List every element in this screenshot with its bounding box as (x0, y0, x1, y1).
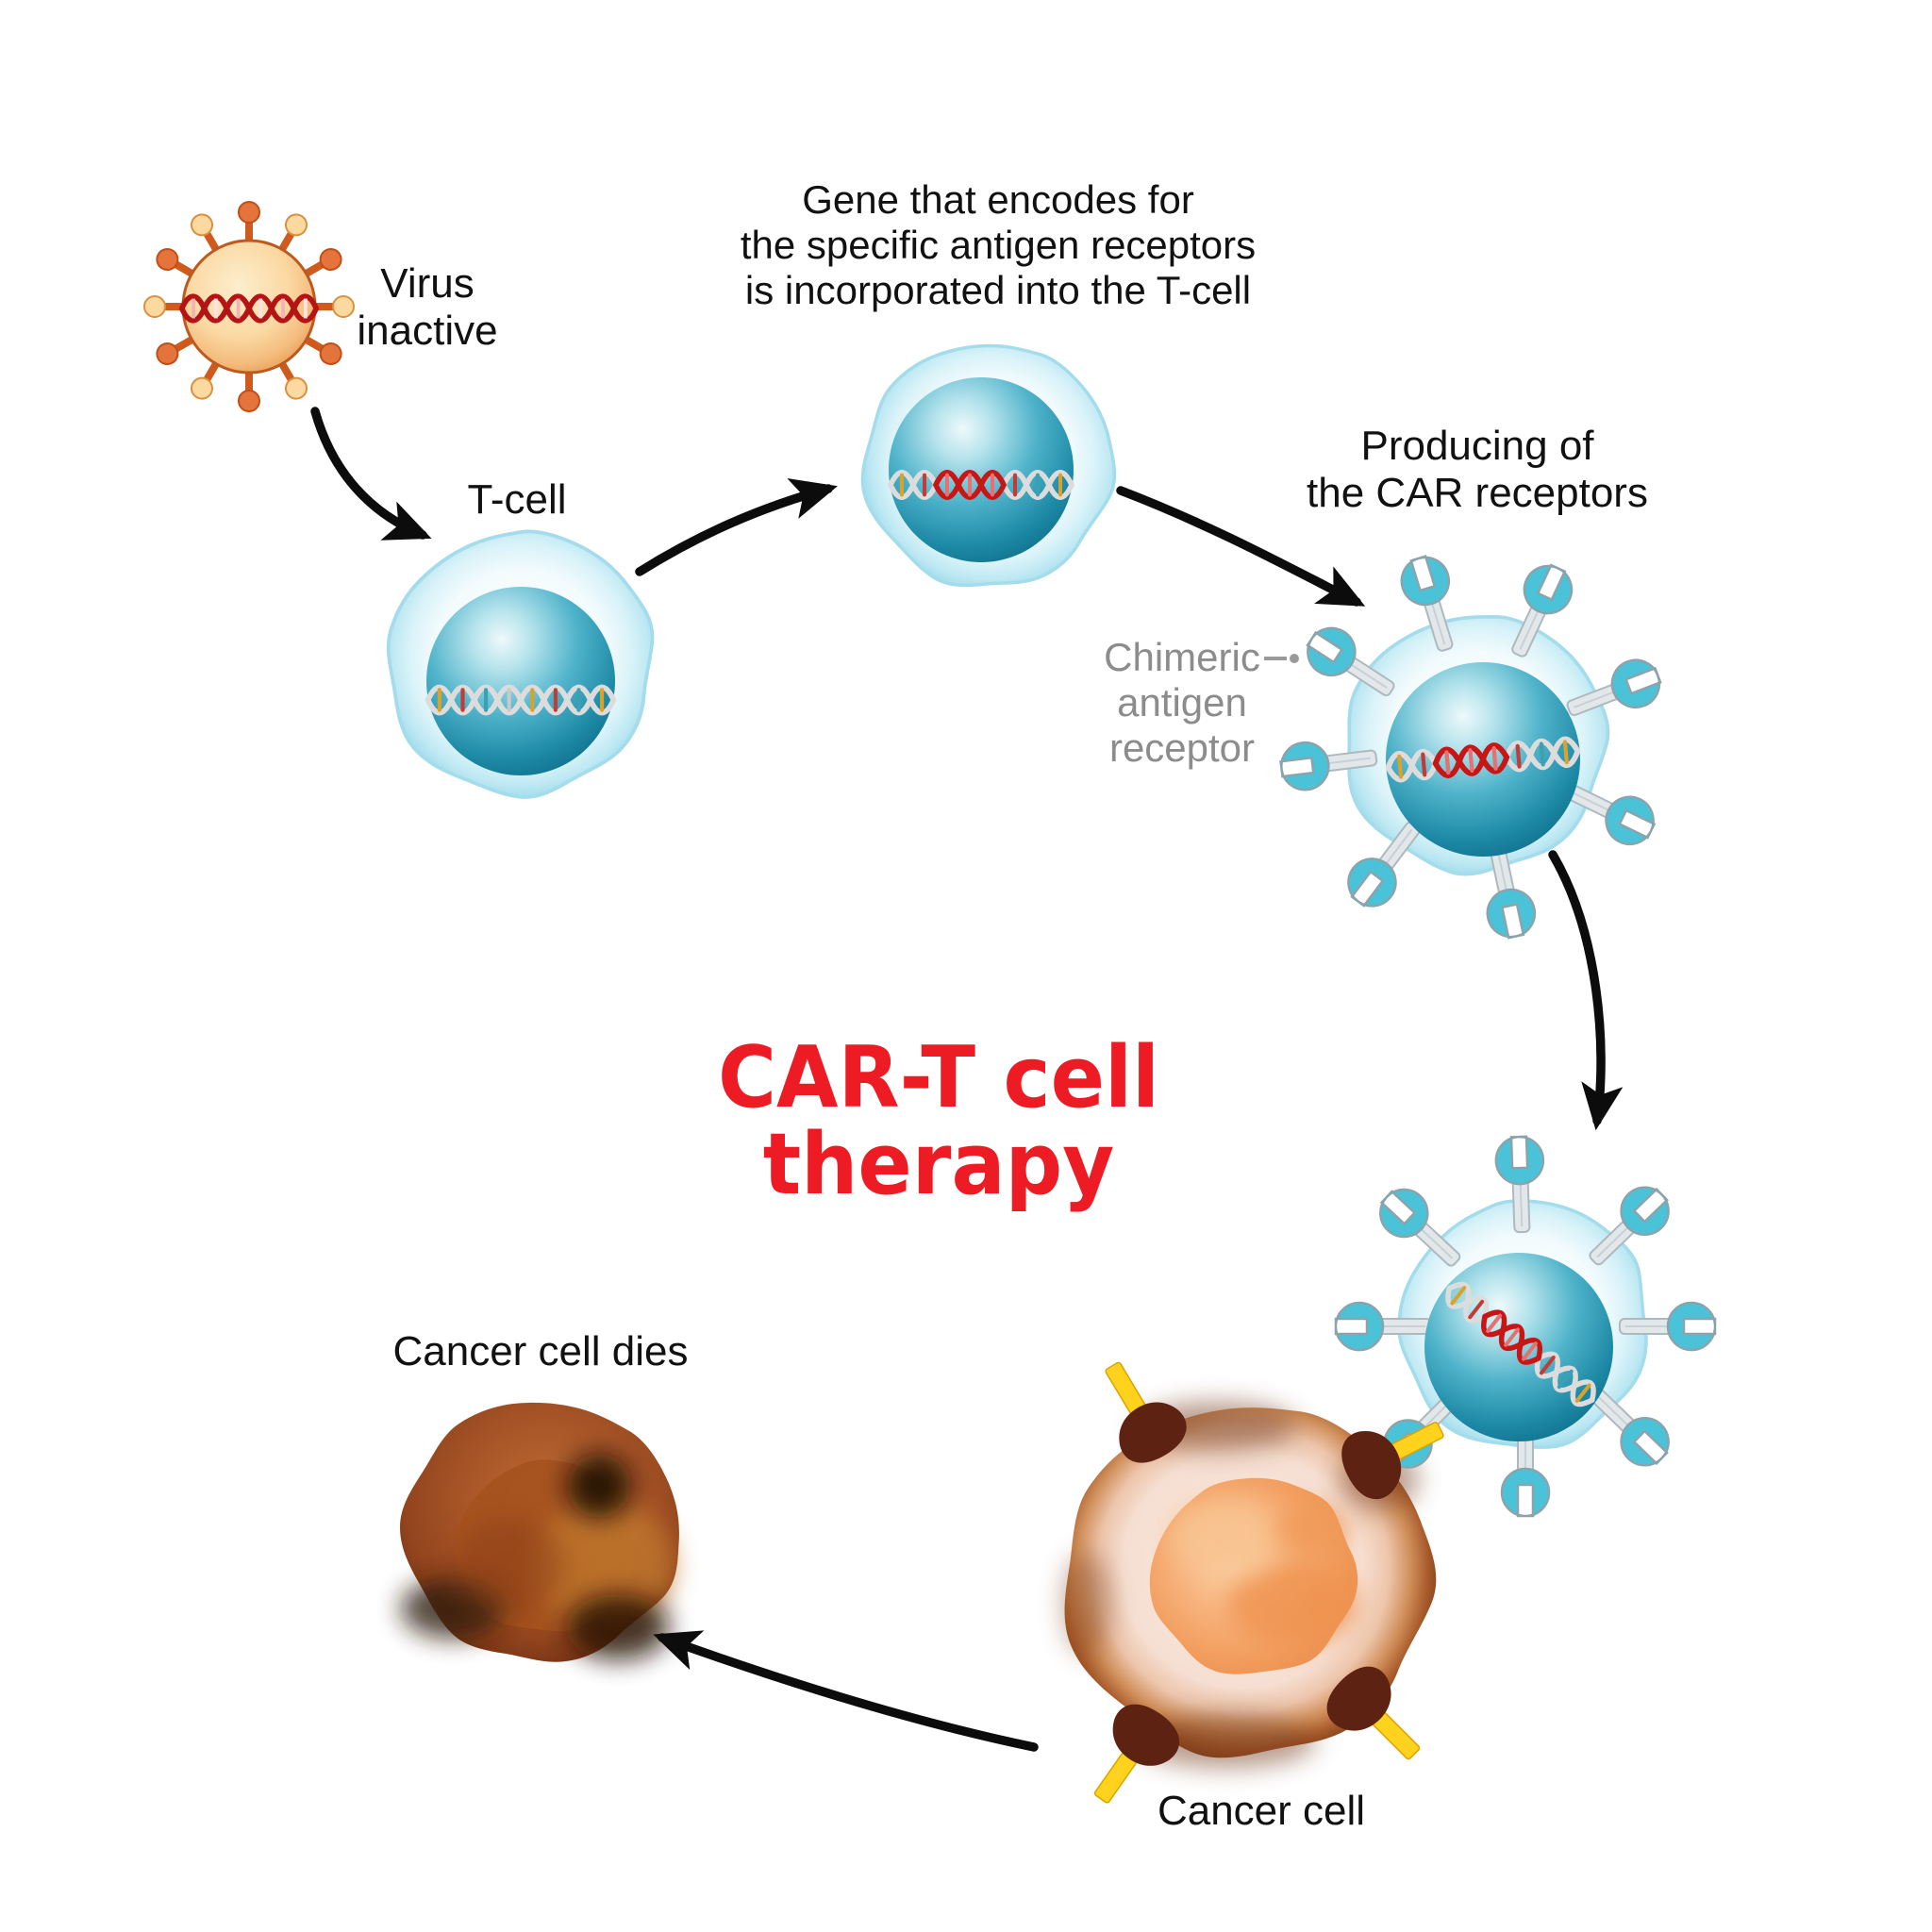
producing-step-label: Producing of the CAR receptors (1307, 423, 1648, 517)
t-cell-label: T-cell (467, 476, 567, 523)
arrow-cancer-to-death (653, 1630, 1039, 1752)
inactive-virus-icon (143, 201, 355, 412)
diagram-title: CAR-T cell therapy (717, 1028, 1160, 1214)
cancer-cell-dies-label: Cancer cell dies (392, 1328, 689, 1374)
gene-modified-t-cell-icon (822, 300, 1154, 633)
cancer-cell-icon (1018, 1346, 1476, 1821)
arrow-tcell-to-gene (635, 478, 838, 576)
arrow-car-to-attack (1548, 850, 1624, 1131)
cancer-cell-label: Cancer cell (1157, 1788, 1366, 1834)
chimeric-receptor-label: Chimeric antigen receptor (1104, 635, 1260, 770)
car-t-cell-attacking-icon (1334, 1134, 1717, 1518)
flow-arrows (310, 407, 1624, 1752)
t-cell-icon (386, 529, 655, 799)
gene-step-label: Gene that encodes for the specific antig… (740, 177, 1257, 312)
virus-label: Virus inactive (357, 260, 498, 355)
arrow-gene-to-car (1116, 486, 1366, 607)
arrow-virus-to-tcell (310, 407, 432, 541)
car-t-cell-icon (1277, 550, 1668, 942)
dying-cancer-cell-icon (346, 1345, 735, 1719)
chimeric-pointer (1264, 654, 1299, 663)
